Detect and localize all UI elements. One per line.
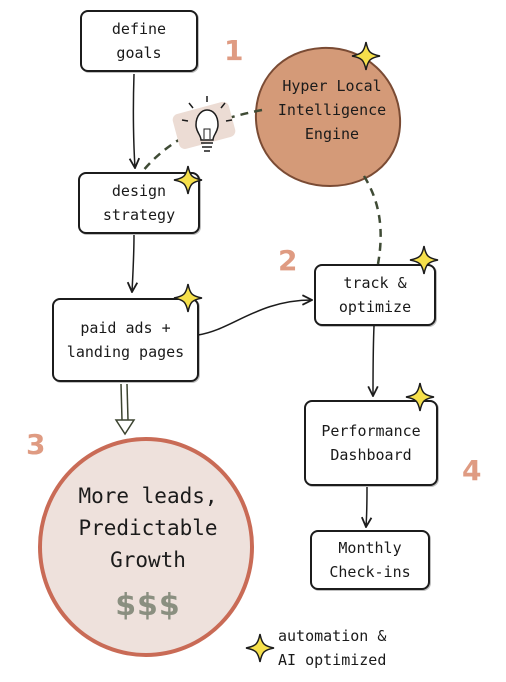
phase-number-4: 4 (462, 454, 482, 487)
outcome-label: More leads, Predictable Growth (78, 484, 218, 572)
arrow-goals-to-strategy (133, 73, 135, 168)
step-design-strategy: design strategy (78, 172, 200, 234)
outcome-circle (38, 437, 254, 657)
engine-label: Hyper Local Intelligence Engine (277, 77, 387, 143)
arrow-ads-to-outcome (114, 383, 136, 436)
step-track-optimize: track & optimize (314, 264, 436, 326)
legend-label: automation & AI optimized (278, 627, 387, 669)
arrow-strategy-to-ads (132, 234, 134, 292)
lightbulb-icon (172, 96, 236, 152)
dashed-engine-to-track (362, 175, 382, 265)
step-monthly-checkins: Monthly Check-ins (310, 530, 430, 590)
arrow-track-to-dashboard (373, 325, 374, 396)
phase-number-1: 1 (224, 34, 244, 67)
phase-number-3: 3 (26, 428, 46, 461)
engine-circle (254, 46, 402, 188)
step-performance-dashboard: Performance Dashboard (304, 400, 438, 486)
phase-number-2: 2 (278, 244, 298, 277)
step-paid-ads: paid ads + landing pages (52, 298, 199, 382)
money-label: $$$ (115, 588, 181, 623)
arrow-dashboard-to-checkins (366, 486, 367, 527)
step-define-goals: define goals (80, 10, 198, 72)
arrow-ads-to-track (197, 300, 312, 336)
